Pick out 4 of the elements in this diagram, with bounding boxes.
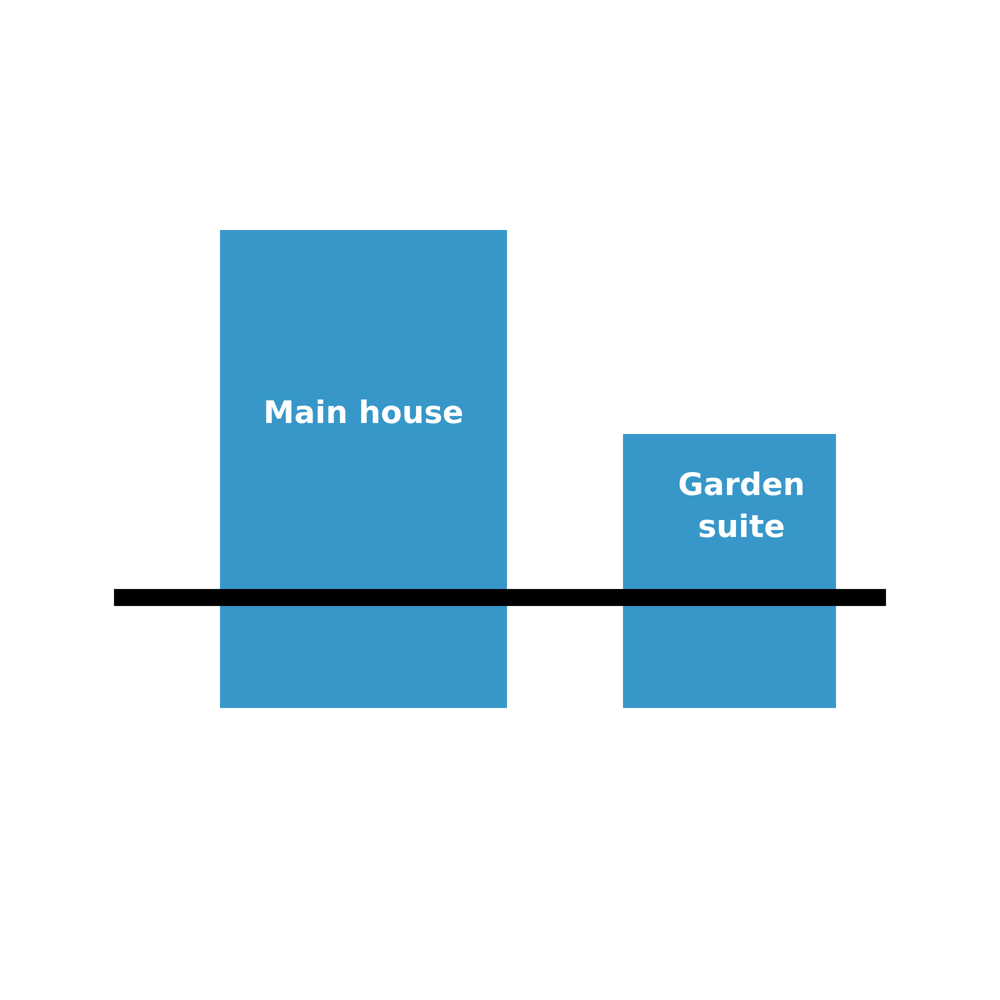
building-block [220,230,507,708]
building-label: Main house [262,394,465,433]
building-label: Garden suite [677,466,806,547]
building-block [623,434,836,708]
